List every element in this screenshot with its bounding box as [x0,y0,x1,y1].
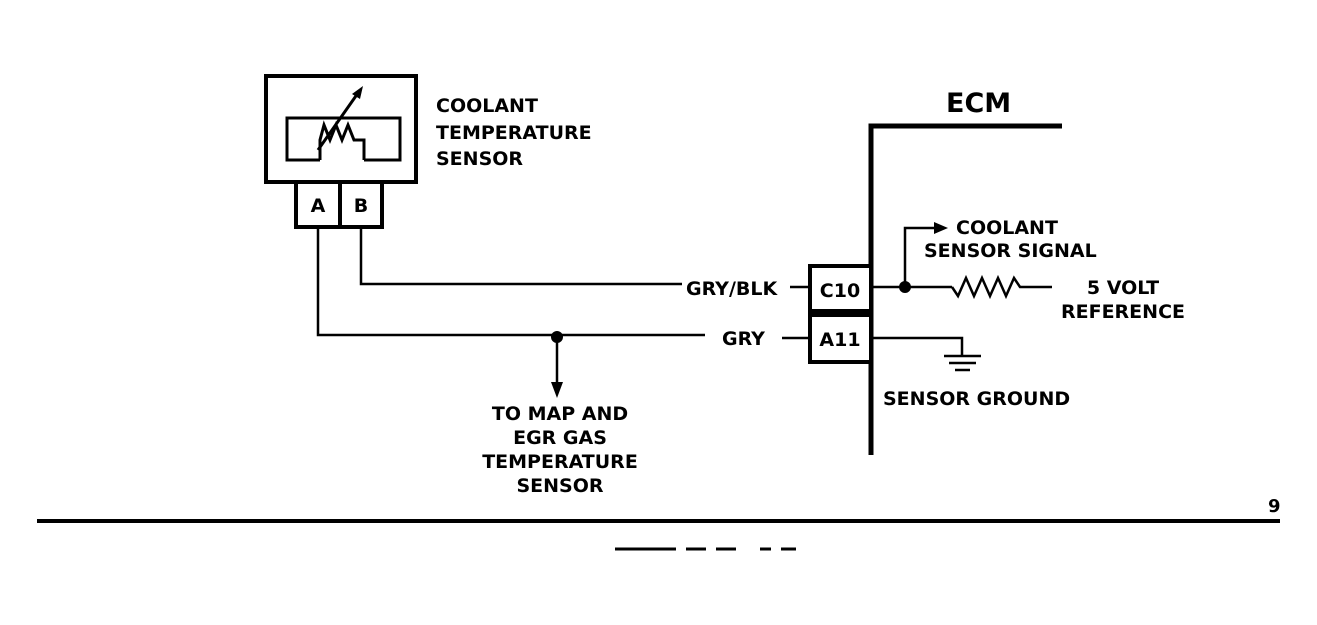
ecm-title: ECM [946,88,1011,119]
coolant-signal-line [903,226,935,287]
ecm-pin-c10-label: C10 [820,280,860,302]
pin-b-label: B [354,195,368,217]
pin-a-label: A [311,195,326,217]
wire-gry [316,227,705,337]
sensor-label-line-1: COOLANT [436,95,538,117]
ecm-module: ECM C10 A11 [808,88,1062,455]
sensor-label: COOLANT TEMPERATURE SENSOR [436,95,592,170]
branch-label-line-2: EGR GAS [513,427,607,449]
wire-label-gry: GRY [722,328,765,350]
wire-gry-blk [359,227,682,286]
ground-symbol-icon [944,354,981,372]
sensor-ground-label: SENSOR GROUND [883,388,1070,410]
wire-label-gry-blk: GRY/BLK [686,278,778,300]
sensor-internal-loop [285,116,402,162]
sensor-connector: A B [294,180,384,229]
coolant-signal-arrow-icon [934,222,948,234]
thermistor-element [318,120,366,160]
ecm-pin-a11-box [808,313,873,364]
thermistor-arrow-shaft [316,92,360,151]
branch-label-line-4: SENSOR [516,475,603,497]
ecm-pin-a11-label: A11 [819,329,860,351]
thermistor-arrow-icon [352,86,363,99]
branch-label-line-3: TEMPERATURE [482,451,638,473]
wires [316,227,810,398]
a11-ground-line [871,336,964,355]
sensor-label-line-3: SENSOR [436,148,523,170]
pullup-resistor [950,274,1052,300]
branch-arrow-icon [551,382,563,398]
coolant-signal-label-1: COOLANT [956,217,1058,239]
reference-label-1: 5 VOLT [1087,277,1159,299]
page-number: 9 [1268,496,1281,517]
reference-label-2: REFERENCE [1061,301,1185,323]
branch-label-line-1: TO MAP AND [492,403,628,425]
ecm-pin-c10-box [808,264,873,313]
coolant-signal-label-2: SENSOR SIGNAL [924,240,1097,262]
branch-label: TO MAP AND EGR GAS TEMPERATURE SENSOR [482,403,638,497]
sensor-label-line-2: TEMPERATURE [436,122,592,144]
coolant-sensor [264,74,418,184]
